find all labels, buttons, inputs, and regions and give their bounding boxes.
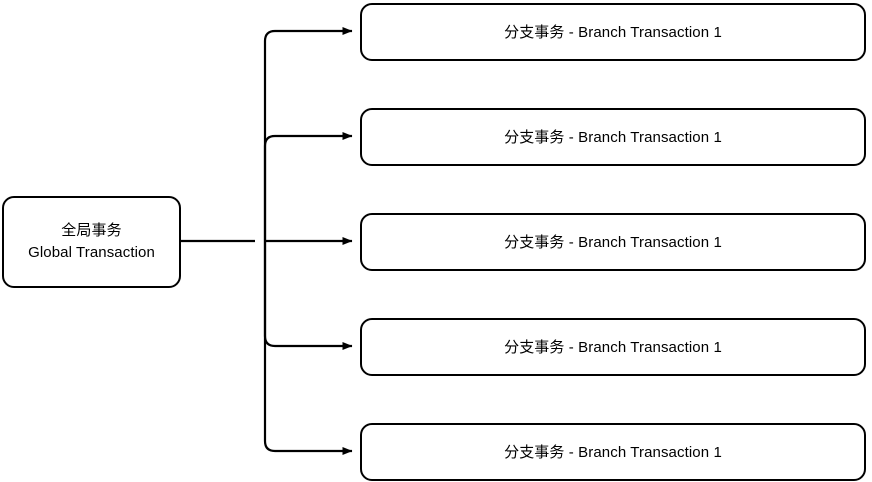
node-global-transaction-label: 全局事务 Global Transaction [28,222,155,261]
node-branch-transaction-4-label: 分支事务 - Branch Transaction 1 [504,338,722,356]
edge-to-branch-1 [263,27,353,241]
node-branch-transaction-1[interactable]: 分支事务 - Branch Transaction 1 [360,3,866,61]
node-branch-transaction-2[interactable]: 分支事务 - Branch Transaction 1 [360,108,866,166]
node-global-transaction[interactable]: 全局事务 Global Transaction [2,196,181,288]
node-branch-transaction-4[interactable]: 分支事务 - Branch Transaction 1 [360,318,866,376]
edge-to-branch-5 [263,241,353,455]
edge-to-branch-4 [263,241,353,350]
node-branch-transaction-5-label: 分支事务 - Branch Transaction 1 [504,443,722,461]
edge-to-branch-2 [263,132,353,241]
node-branch-transaction-1-label: 分支事务 - Branch Transaction 1 [504,23,722,41]
node-branch-transaction-3[interactable]: 分支事务 - Branch Transaction 1 [360,213,866,271]
node-branch-transaction-2-label: 分支事务 - Branch Transaction 1 [504,128,722,146]
node-branch-transaction-3-label: 分支事务 - Branch Transaction 1 [504,233,722,251]
node-branch-transaction-5[interactable]: 分支事务 - Branch Transaction 1 [360,423,866,481]
